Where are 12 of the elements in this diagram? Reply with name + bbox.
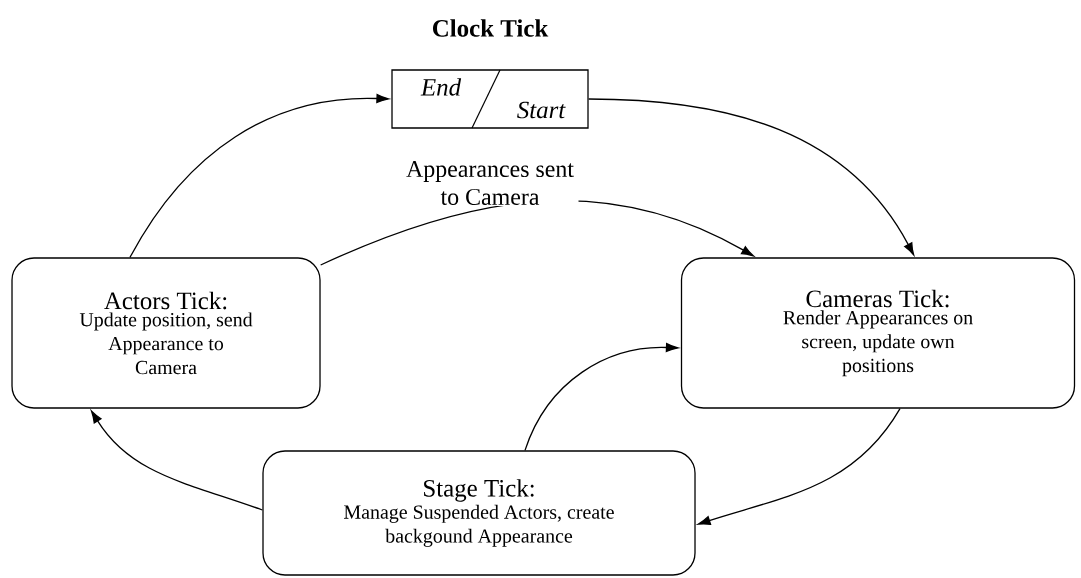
process-box: Actors Tick: Update position, send Appearance to Camera	[11, 257, 321, 409]
process-box: Cameras Tick: Render Appearances on screen, update own positions	[680, 257, 1076, 409]
process-box: Stage Tick: Manage Suspended Actors, create backgound Appearance	[262, 450, 696, 576]
arrow	[90, 410, 263, 511]
arrow	[524, 342, 679, 451]
box-heading: Clock Tick	[433, 19, 549, 37]
box-label: Start	[517, 101, 566, 119]
arrow	[588, 98, 915, 256]
box-label: End	[420, 78, 462, 96]
arrow	[697, 408, 901, 525]
arrow	[129, 93, 389, 258]
edge-label: Appearances sent to Camera	[401, 160, 579, 206]
